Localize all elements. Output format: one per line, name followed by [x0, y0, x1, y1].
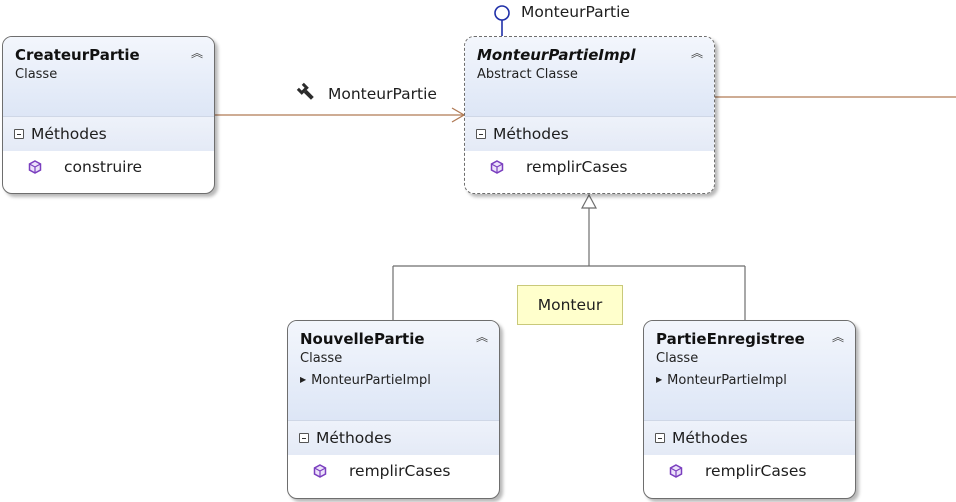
method-icon [490, 160, 504, 174]
wrench-icon [296, 82, 314, 100]
collapse-section-icon[interactable] [476, 129, 486, 139]
class-name: CreateurPartie [15, 46, 140, 64]
collapse-icon[interactable]: ︽ [690, 46, 703, 60]
method-icon [28, 160, 42, 174]
method-item[interactable]: remplirCases [644, 455, 855, 487]
class-name: PartieEnregistree [656, 330, 805, 348]
base-class-row[interactable]: ▶ MonteurPartieImpl [656, 370, 843, 391]
interface-label: MonteurPartie [521, 3, 630, 21]
methods-section-header[interactable]: Méthodes [3, 116, 214, 151]
class-kind: Classe [15, 67, 58, 82]
base-class-name: MonteurPartieImpl [311, 373, 431, 388]
base-class-name: MonteurPartieImpl [667, 373, 787, 388]
method-name: remplirCases [705, 462, 807, 480]
expand-triangle-icon[interactable]: ▶ [656, 375, 663, 384]
association-label: MonteurPartie [328, 85, 437, 103]
method-name: remplirCases [349, 462, 451, 480]
class-kind: Abstract Classe [477, 67, 578, 82]
class-createur-partie[interactable]: CreateurPartie Classe ︽ Méthodes constru… [2, 36, 215, 194]
collapse-icon[interactable]: ︽ [831, 330, 844, 344]
comment-note[interactable]: Monteur [517, 285, 623, 325]
expand-triangle-icon[interactable]: ▶ [300, 375, 307, 384]
collapse-icon[interactable]: ︽ [475, 330, 488, 344]
collapse-icon[interactable]: ︽ [190, 46, 203, 60]
section-label: Méthodes [31, 125, 107, 143]
inheritance-arrowhead [580, 193, 598, 209]
method-item[interactable]: construire [3, 151, 214, 183]
collapse-section-icon[interactable] [299, 433, 309, 443]
section-label: Méthodes [493, 125, 569, 143]
interface-lollipop-circle [494, 5, 510, 21]
association-arrowhead [451, 107, 466, 123]
method-item[interactable]: remplirCases [465, 151, 714, 183]
section-label: Méthodes [316, 429, 392, 447]
method-name: construire [64, 158, 143, 176]
section-label: Méthodes [672, 429, 748, 447]
method-icon [669, 464, 683, 478]
class-nouvelle-partie[interactable]: NouvellePartie Classe ▶ MonteurPartieImpl… [287, 320, 500, 499]
method-name: remplirCases [526, 158, 628, 176]
class-kind: Classe [656, 351, 699, 366]
class-monteur-partie-impl[interactable]: MonteurPartieImpl Abstract Classe ︽ Méth… [464, 36, 715, 194]
methods-section-header[interactable]: Méthodes [288, 420, 499, 455]
collapse-section-icon[interactable] [14, 129, 24, 139]
method-icon [313, 464, 327, 478]
collapse-section-icon[interactable] [655, 433, 665, 443]
method-item[interactable]: remplirCases [288, 455, 499, 487]
class-name: NouvellePartie [300, 330, 425, 348]
class-kind: Classe [300, 351, 343, 366]
base-class-row[interactable]: ▶ MonteurPartieImpl [300, 370, 487, 391]
class-partie-enregistree[interactable]: PartieEnregistree Classe ▶ MonteurPartieI… [643, 320, 856, 499]
class-name: MonteurPartieImpl [477, 46, 636, 64]
methods-section-header[interactable]: Méthodes [465, 116, 714, 151]
methods-section-header[interactable]: Méthodes [644, 420, 855, 455]
